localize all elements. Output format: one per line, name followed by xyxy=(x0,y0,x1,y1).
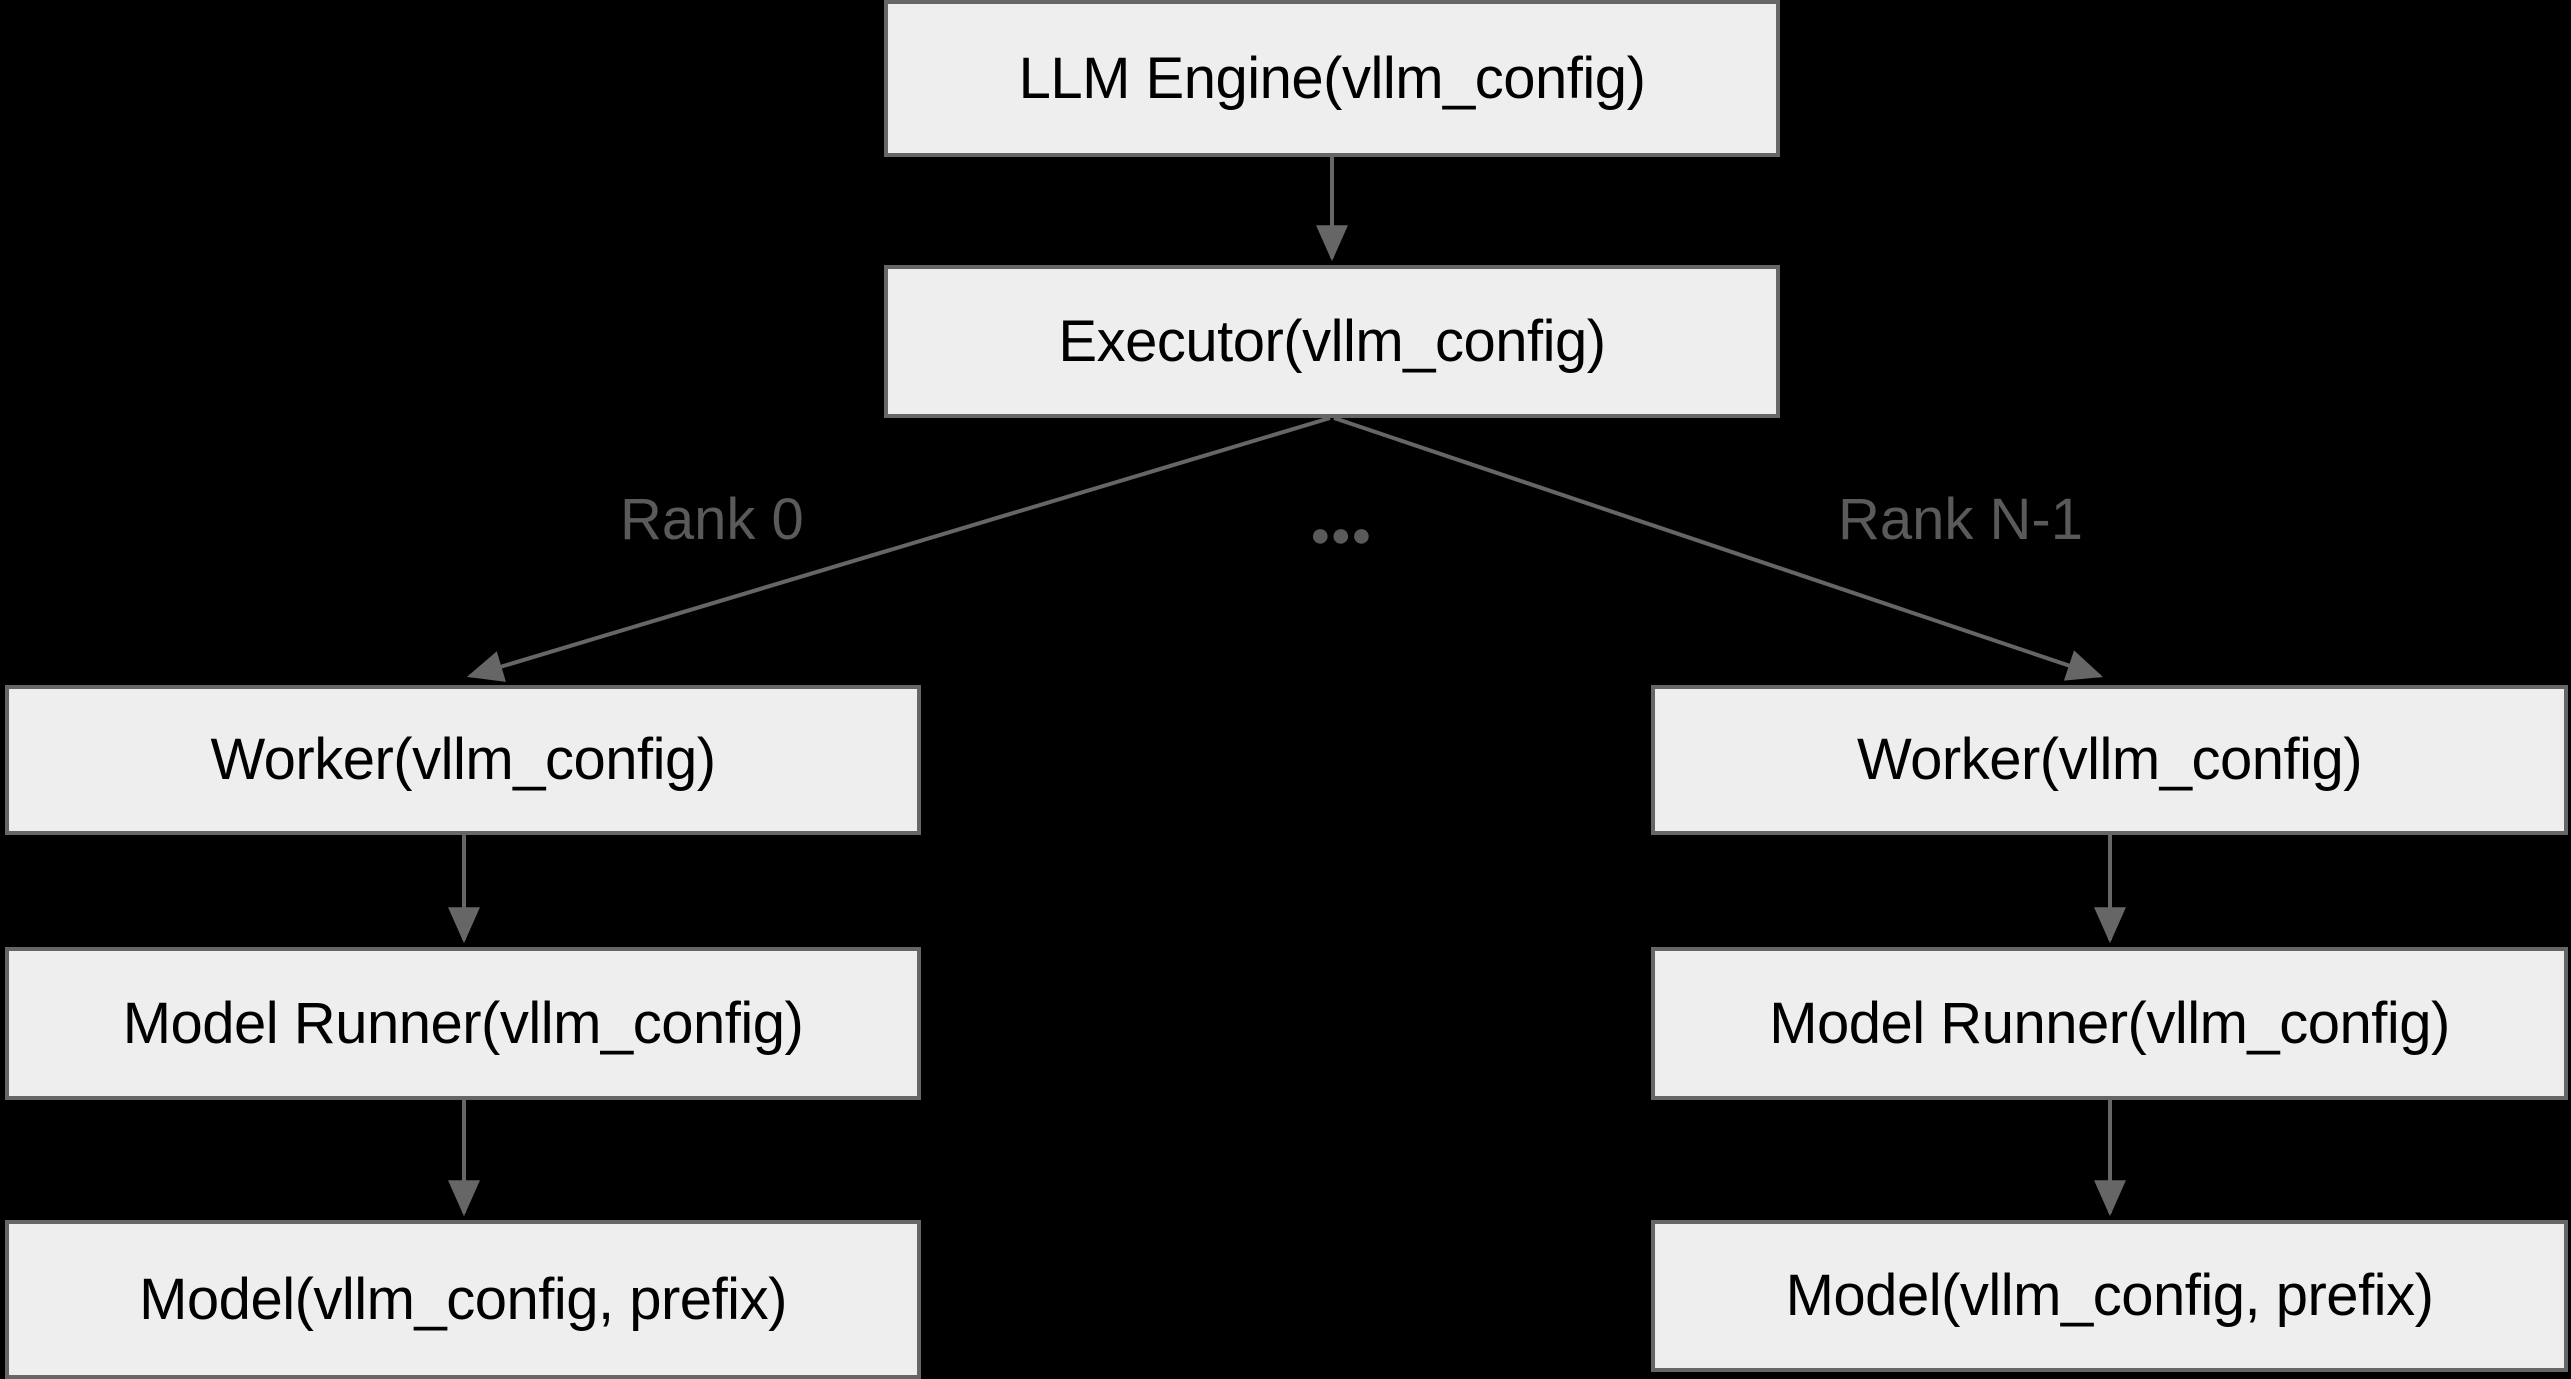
node-llm-engine[interactable]: LLM Engine(vllm_config) xyxy=(884,0,1780,157)
edge-label-rank-n-minus-1: Rank N-1 xyxy=(1838,487,2083,552)
node-worker-rankn[interactable]: Worker(vllm_config) xyxy=(1651,685,2568,835)
node-executor[interactable]: Executor(vllm_config) xyxy=(884,265,1780,418)
edge-executor-to-worker-rank0 xyxy=(466,416,1331,682)
node-model-runner-rank0[interactable]: Model Runner(vllm_config) xyxy=(5,947,921,1100)
node-worker-rank0[interactable]: Worker(vllm_config) xyxy=(5,685,921,835)
node-model-rankn[interactable]: Model(vllm_config, prefix) xyxy=(1651,1220,2568,1372)
edge-label-rank-0: Rank 0 xyxy=(620,487,804,552)
edge-label-ellipsis: ●●● xyxy=(1310,516,1372,554)
node-model-runner-rankn[interactable]: Model Runner(vllm_config) xyxy=(1651,947,2568,1100)
node-model-rank0[interactable]: Model(vllm_config, prefix) xyxy=(5,1220,921,1379)
